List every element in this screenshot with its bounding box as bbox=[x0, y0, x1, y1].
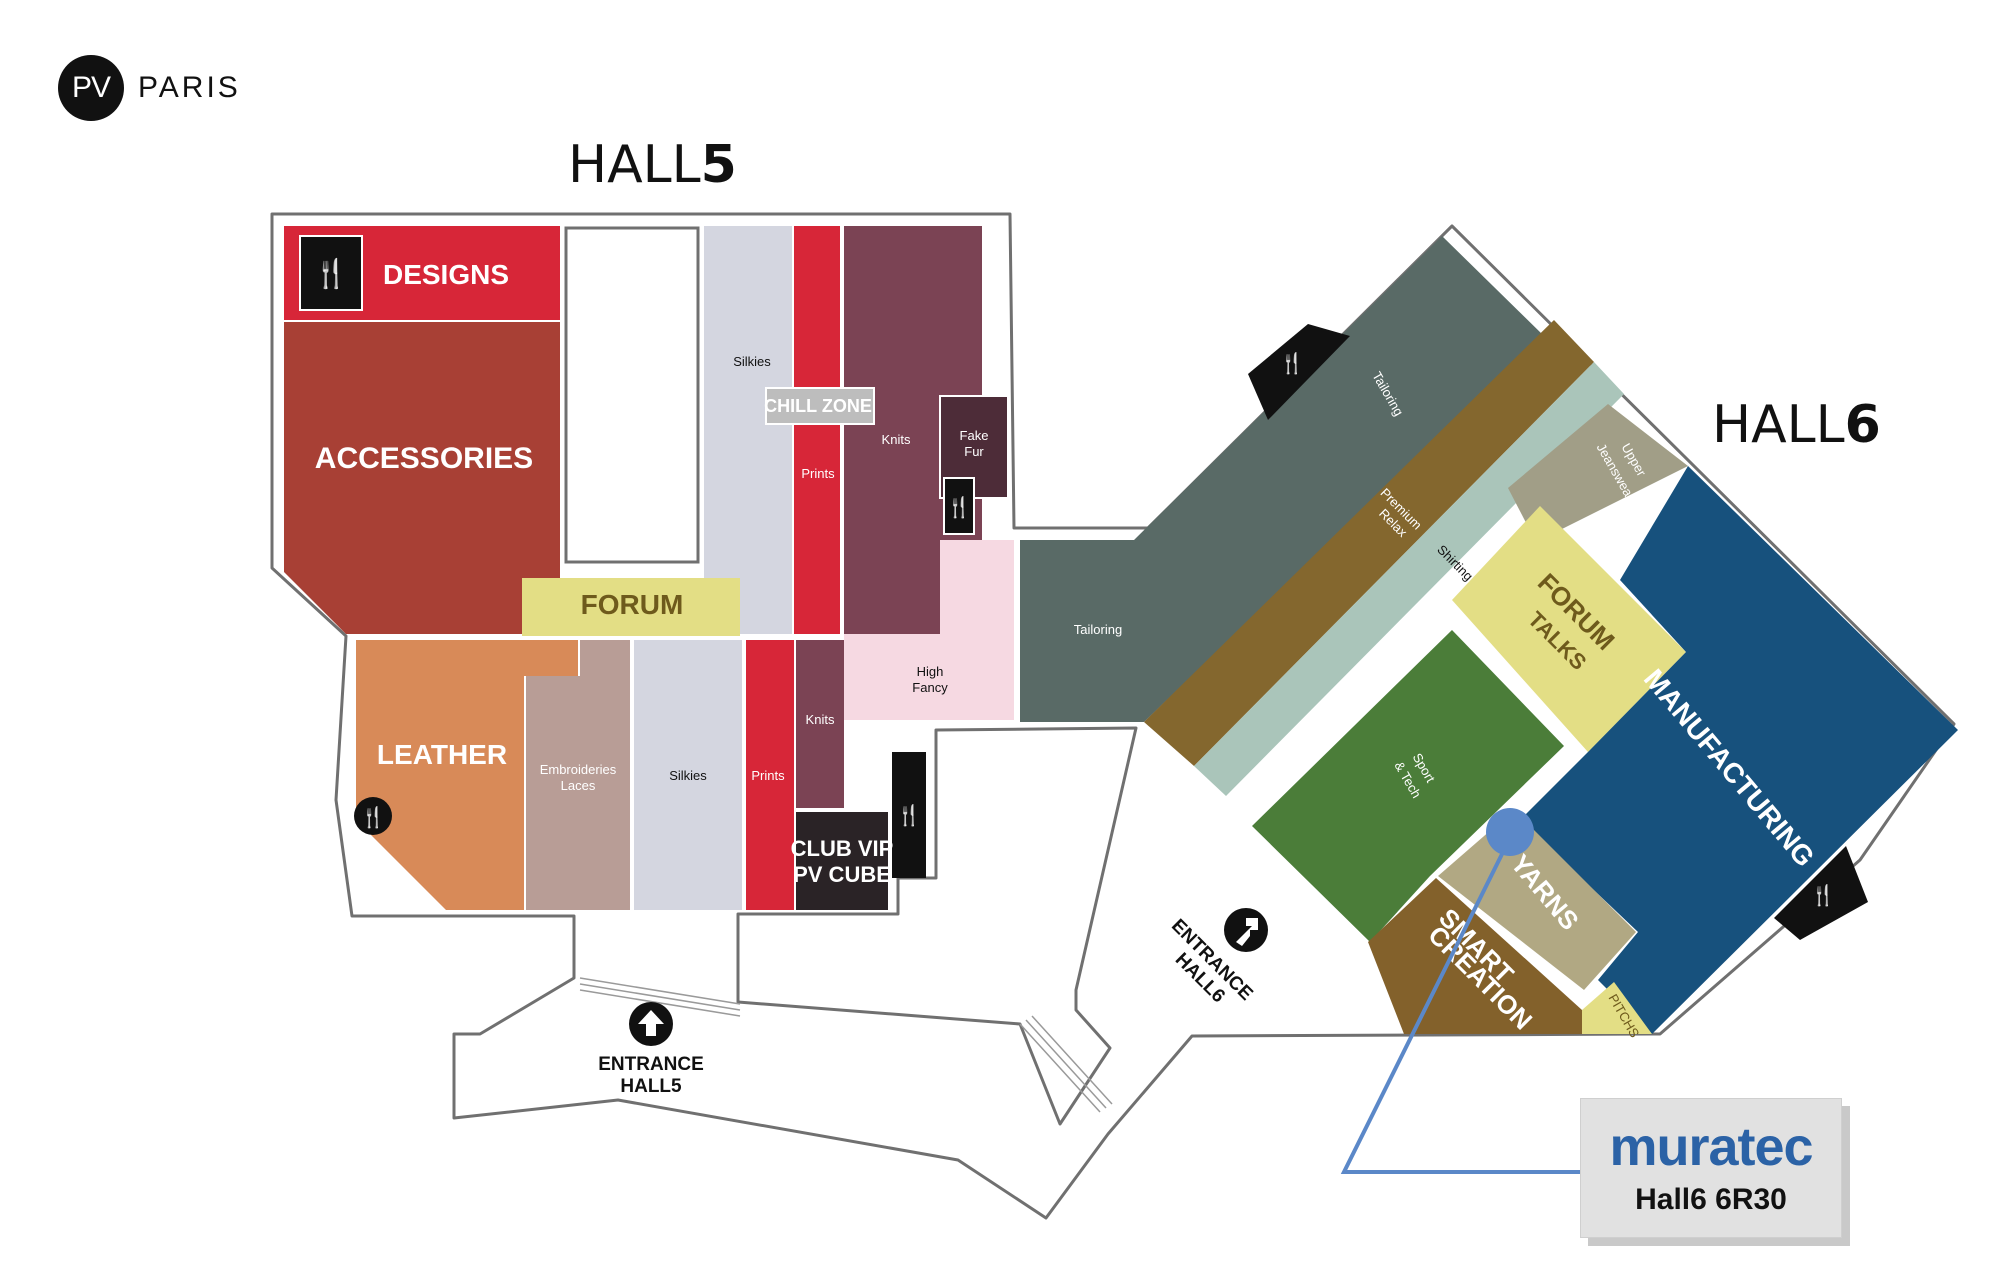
entrance-hall5[interactable]: ENTRANCE HALL5 bbox=[598, 1002, 704, 1097]
restaurant-icon: 🍴 bbox=[354, 797, 392, 835]
pv-paris-logo: PV PARIS bbox=[58, 55, 241, 121]
zone-smart-creation[interactable] bbox=[1368, 878, 1582, 1034]
label-pv-cube: PV CUBE bbox=[793, 862, 891, 887]
booth-marker[interactable] bbox=[1486, 808, 1534, 856]
label-designs: DESIGNS bbox=[383, 259, 509, 290]
chill-zone-badge[interactable] bbox=[765, 387, 875, 425]
label-prints-top: Prints bbox=[801, 466, 835, 481]
zone-accessories[interactable] bbox=[284, 322, 560, 634]
svg-text:🍴: 🍴 bbox=[1280, 351, 1305, 375]
zone-yarns[interactable] bbox=[1438, 810, 1636, 990]
exhibitor-callout[interactable]: muratec Hall6 6R30 bbox=[1580, 1098, 1842, 1238]
stairs-hall5 bbox=[579, 977, 741, 1017]
label-fancy: Fancy bbox=[912, 680, 948, 695]
restaurant-tab-top bbox=[1248, 324, 1350, 420]
label-tailoring-west: Tailoring bbox=[1074, 622, 1122, 637]
svg-text:🍴: 🍴 bbox=[314, 257, 349, 290]
pv-logo-mark: PV bbox=[58, 55, 124, 121]
restaurant-icon: 🍴 bbox=[299, 235, 363, 311]
label-knits-bottom: Knits bbox=[806, 712, 835, 727]
stairs-hall6 bbox=[1019, 1015, 1113, 1113]
label-laces: Laces bbox=[561, 778, 596, 793]
zone-forum-talks[interactable] bbox=[1452, 506, 1686, 752]
zone-silkies-bottom[interactable] bbox=[634, 640, 742, 910]
label-silkies-top: Silkies bbox=[733, 354, 771, 369]
hall5-annex-outline bbox=[736, 726, 1138, 1126]
label-accessories: ACCESSORIES bbox=[315, 442, 533, 475]
zone-club-vip[interactable] bbox=[796, 812, 888, 910]
restaurant-block bbox=[892, 752, 926, 878]
svg-text:🍴: 🍴 bbox=[1811, 883, 1836, 907]
label-chill-zone: CHILL ZONE bbox=[764, 396, 872, 416]
zone-sport-tech[interactable] bbox=[1252, 630, 1564, 942]
arrow-up-right-icon bbox=[1224, 908, 1268, 952]
label-leather: LEATHER bbox=[377, 739, 507, 770]
zone-shirting[interactable] bbox=[1194, 362, 1624, 796]
label-silkies-bottom: Silkies bbox=[669, 768, 707, 783]
label-high: High bbox=[917, 664, 944, 679]
zone-empty-block bbox=[564, 226, 700, 564]
zone-manufacturing[interactable] bbox=[1520, 466, 1958, 1034]
label-fake: Fake bbox=[960, 428, 989, 443]
restaurant-icon: 🍴 bbox=[1811, 883, 1836, 907]
zone-forum[interactable] bbox=[522, 578, 740, 636]
svg-text:🍴: 🍴 bbox=[947, 495, 972, 519]
restaurant-icon: 🍴 bbox=[1280, 351, 1305, 375]
zone-pitchs[interactable] bbox=[1582, 982, 1652, 1034]
label-knits-top: Knits bbox=[882, 432, 911, 447]
entrance-hall5-label: ENTRANCE bbox=[598, 1054, 704, 1075]
label-fur: Fur bbox=[964, 444, 984, 459]
muratec-logo: muratec bbox=[1609, 1117, 1813, 1177]
zone-silkies-top[interactable] bbox=[704, 226, 792, 634]
zone-prints-bottom[interactable] bbox=[746, 640, 794, 910]
zone-knits-bottom[interactable] bbox=[796, 640, 844, 808]
label-forum: FORUM bbox=[581, 589, 684, 620]
label-embroideries: Embroideries bbox=[540, 762, 617, 777]
restaurant-icon: 🍴 bbox=[897, 803, 922, 827]
hall6-title: HALL6 bbox=[1712, 395, 1881, 455]
zone-embroideries-laces[interactable] bbox=[526, 640, 630, 910]
restaurant-icon: 🍴 bbox=[943, 477, 975, 535]
booth-number: Hall6 6R30 bbox=[1635, 1183, 1787, 1216]
label-prints-bottom: Prints bbox=[751, 768, 785, 783]
entrance-hall5-sub: HALL5 bbox=[620, 1076, 682, 1097]
svg-text:🍴: 🍴 bbox=[897, 803, 922, 827]
hall5-title: HALL5 bbox=[568, 135, 737, 195]
zone-prints-top[interactable] bbox=[794, 226, 840, 634]
pv-logo-text: PARIS bbox=[138, 71, 241, 104]
zone-high-fancy[interactable] bbox=[844, 540, 1014, 720]
zone-upper-jeanswear[interactable] bbox=[1508, 404, 1688, 542]
zone-premium-relax[interactable] bbox=[1144, 320, 1594, 766]
label-club-vip: CLUB VIP bbox=[791, 836, 894, 861]
zone-tailoring[interactable] bbox=[1020, 236, 1544, 722]
restaurant-tab-right bbox=[1774, 846, 1868, 940]
zone-leather[interactable] bbox=[356, 640, 578, 910]
booth-leader-line bbox=[1340, 837, 1588, 1174]
svg-text:🍴: 🍴 bbox=[361, 805, 386, 829]
